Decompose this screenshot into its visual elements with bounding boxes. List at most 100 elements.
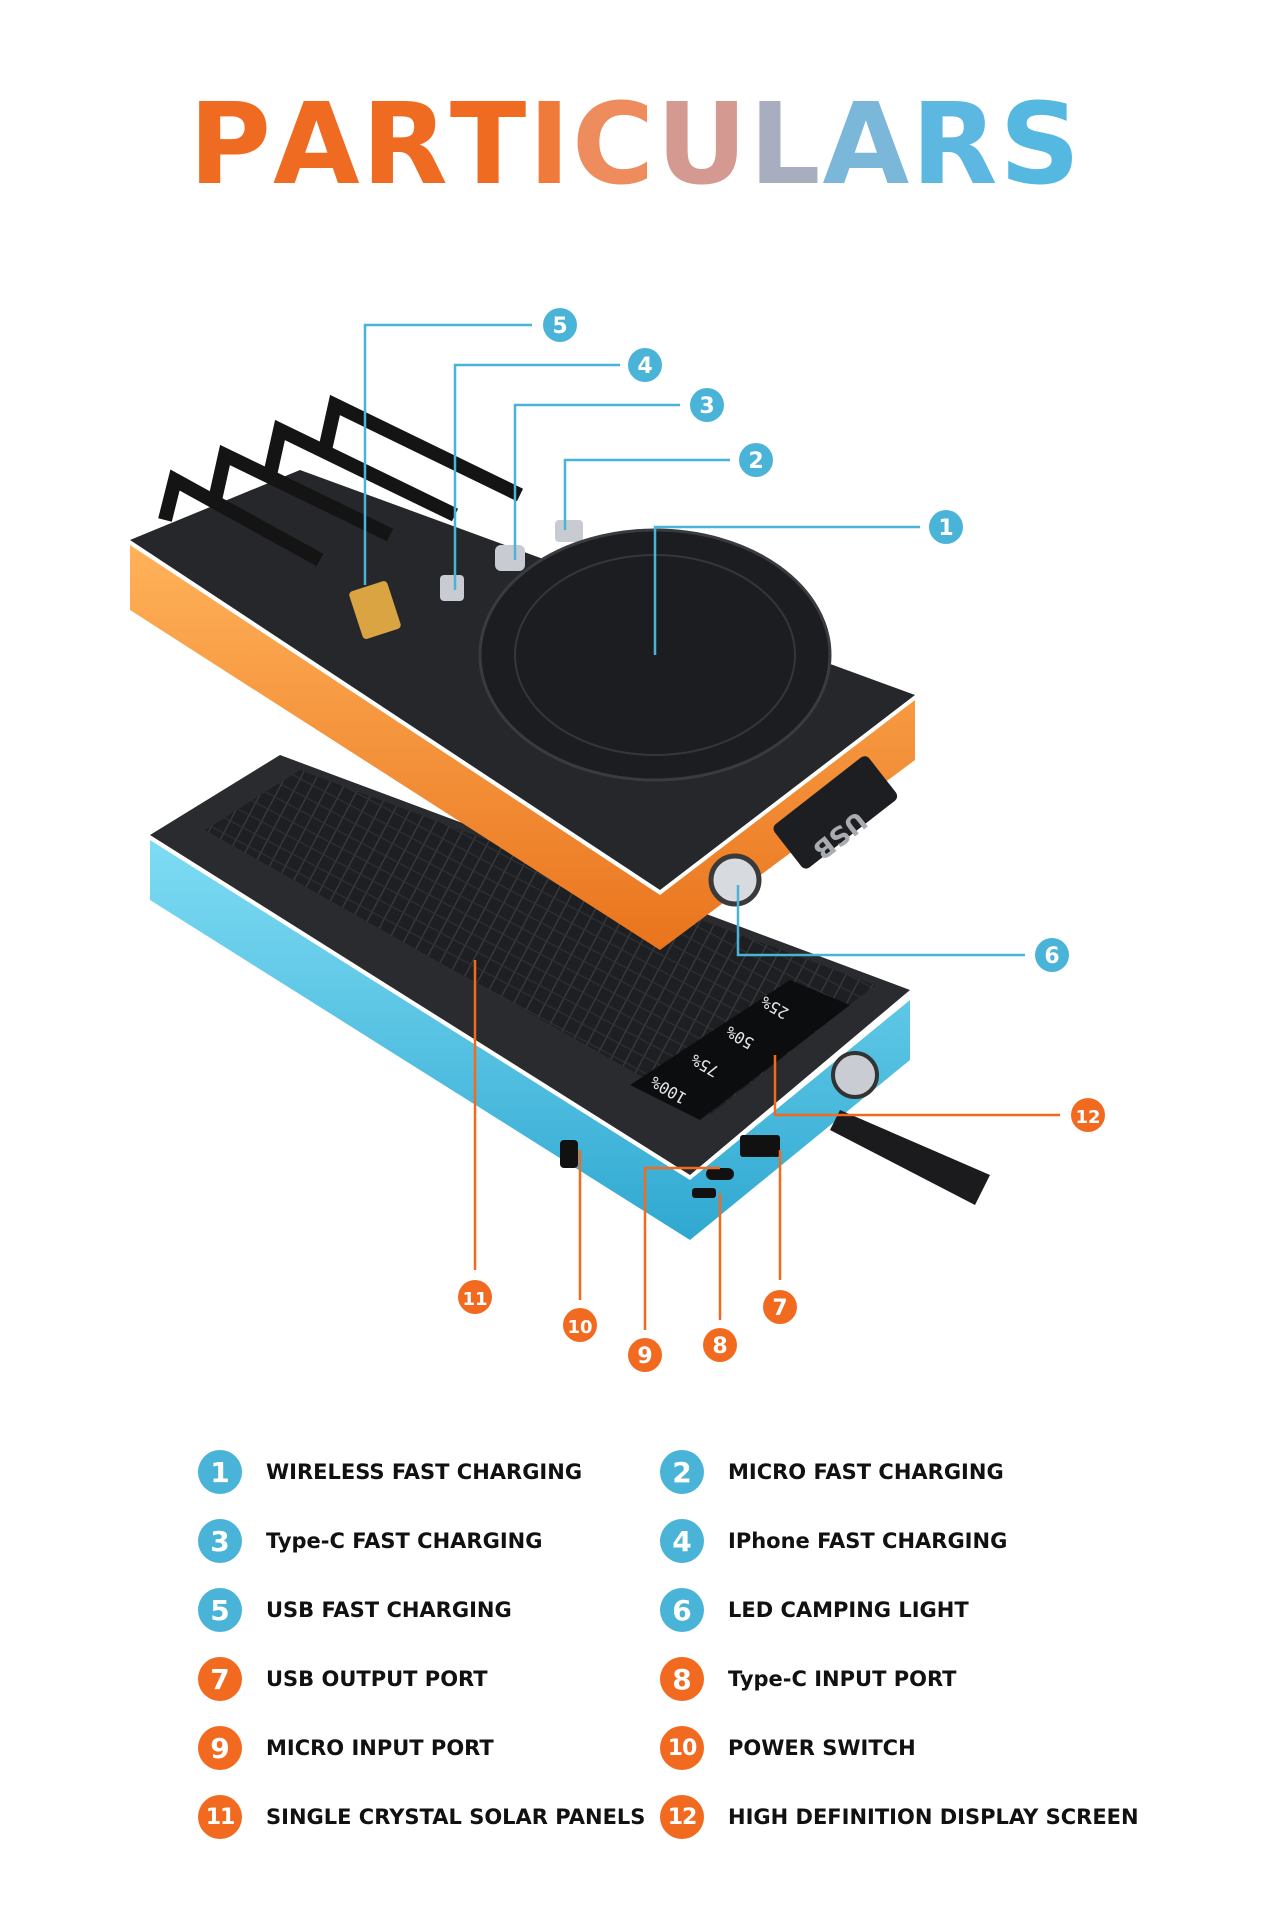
- product-diagram: 25% 50% 75% 100% USB: [130, 308, 1105, 1372]
- legend-number-badge: 1: [198, 1450, 242, 1494]
- callout-badge-5: 5: [543, 308, 577, 342]
- legend-item-8: 8 Type-C INPUT PORT: [660, 1657, 957, 1701]
- legend-item-6: 6 LED CAMPING LIGHT: [660, 1588, 969, 1632]
- callout-leaders: [363, 323, 1060, 1330]
- leader-5: [363, 323, 532, 585]
- callout-number: 11: [462, 1289, 487, 1310]
- leader-3: [513, 403, 680, 560]
- iphone-connector-icon: [440, 575, 464, 601]
- legend-number-badge: 5: [198, 1588, 242, 1632]
- legend-label: USB OUTPUT PORT: [266, 1667, 488, 1691]
- legend-item-3: 3 Type-C FAST CHARGING: [198, 1519, 542, 1563]
- title-letter: U: [656, 80, 750, 210]
- callout-badge-1: 1: [929, 510, 963, 544]
- legend-item-9: 9 MICRO INPUT PORT: [198, 1726, 494, 1770]
- usb-output-port-icon[interactable]: [740, 1135, 780, 1157]
- callout-badge-2: 2: [739, 443, 773, 477]
- leader-4: [453, 363, 620, 590]
- title-letter: R: [361, 80, 450, 210]
- legend-number-badge: 3: [198, 1519, 242, 1563]
- pull-out-cable-icon: [830, 1110, 990, 1205]
- legend-label: WIRELESS FAST CHARGING: [266, 1460, 583, 1484]
- callout-number: 10: [567, 1317, 592, 1338]
- leader-6: [736, 885, 1025, 957]
- type-c-input-port-icon[interactable]: [706, 1168, 734, 1180]
- legend-number-badge: 9: [198, 1726, 242, 1770]
- upper-led-light-icon: [708, 853, 762, 907]
- callout-number: 12: [1075, 1107, 1100, 1128]
- title-letter: A: [822, 80, 912, 210]
- legend-number-badge: 7: [198, 1657, 242, 1701]
- title-letter: S: [999, 80, 1083, 210]
- legend-item-7: 7 USB OUTPUT PORT: [198, 1657, 488, 1701]
- callout-number: 1: [938, 516, 953, 541]
- legend-item-5: 5 USB FAST CHARGING: [198, 1588, 512, 1632]
- callout-badge-6: 6: [1035, 938, 1069, 972]
- micro-connector-icon: [555, 520, 583, 542]
- legend-item-12: 12 HIGH DEFINITION DISPLAY SCREEN: [660, 1795, 1139, 1839]
- legend-number-badge: 11: [198, 1795, 242, 1839]
- legend-number-badge: 12: [660, 1795, 704, 1839]
- title-letter: R: [911, 80, 1000, 210]
- title-letter: T: [449, 80, 529, 210]
- legend-label: HIGH DEFINITION DISPLAY SCREEN: [728, 1805, 1139, 1829]
- legend-label: POWER SWITCH: [728, 1736, 916, 1760]
- callout-number: 2: [748, 449, 763, 474]
- title-letter: A: [272, 80, 362, 210]
- legend-item-2: 2 MICRO FAST CHARGING: [660, 1450, 1004, 1494]
- callout-number: 5: [552, 314, 567, 339]
- page-title: PARTICULARS: [0, 80, 1271, 210]
- lower-led-light-icon: [831, 1051, 879, 1099]
- legend-number-badge: 8: [660, 1657, 704, 1701]
- callout-number: 6: [1044, 944, 1059, 969]
- callout-badge-3: 3: [690, 388, 724, 422]
- legend-item-1: 1 WIRELESS FAST CHARGING: [198, 1450, 582, 1494]
- title-letter: I: [528, 80, 572, 210]
- callout-number: 9: [637, 1344, 652, 1369]
- callout-badge-4: 4: [628, 348, 662, 382]
- legend-number-badge: 4: [660, 1519, 704, 1563]
- legend-label: MICRO INPUT PORT: [266, 1736, 494, 1760]
- legend-label: SINGLE CRYSTAL SOLAR PANELS: [266, 1805, 646, 1829]
- title-letter: P: [188, 80, 273, 210]
- callout-badge-12: 12: [1071, 1098, 1105, 1132]
- legend-label: MICRO FAST CHARGING: [728, 1460, 1004, 1484]
- usb-port-panel: [773, 756, 898, 869]
- solar-panel-icon: [205, 770, 875, 1115]
- legend-item-11: 11 SINGLE CRYSTAL SOLAR PANELS: [198, 1795, 645, 1839]
- leader-12: [773, 1055, 1060, 1117]
- legend-label: USB FAST CHARGING: [266, 1598, 512, 1622]
- legend-number-badge: 6: [660, 1588, 704, 1632]
- callout-badge-10: 10: [563, 1308, 597, 1342]
- usb-connector-icon: [349, 581, 401, 639]
- callout-number: 3: [699, 394, 714, 419]
- callout-number: 8: [712, 1334, 727, 1359]
- legend-label: LED CAMPING LIGHT: [728, 1598, 969, 1622]
- callout-number: 4: [637, 354, 652, 379]
- legend-label: IPhone FAST CHARGING: [728, 1529, 1008, 1553]
- legend-item-10: 10 POWER SWITCH: [660, 1726, 916, 1770]
- legend-number-badge: 2: [660, 1450, 704, 1494]
- lower-power-bank: 25% 50% 75% 100%: [150, 755, 990, 1240]
- callout-badge-7: 7: [763, 1290, 797, 1324]
- type-c-connector-icon: [495, 545, 525, 571]
- legend-label: Type-C FAST CHARGING: [266, 1529, 543, 1553]
- callout-badge-8: 8: [703, 1328, 737, 1362]
- leader-2: [563, 458, 730, 530]
- title-letter: L: [749, 80, 823, 210]
- leader-9: [643, 1166, 720, 1330]
- title-letter: C: [571, 80, 657, 210]
- retractable-cables: [158, 394, 524, 567]
- callout-badge-11: 11: [458, 1280, 492, 1314]
- callout-number: 7: [772, 1296, 787, 1321]
- leader-1: [653, 525, 920, 655]
- upper-power-bank: USB: [130, 394, 915, 950]
- feature-legend: 1 WIRELESS FAST CHARGING 2 MICRO FAST CHARG…: [0, 1430, 1271, 1850]
- micro-input-port-icon[interactable]: [692, 1188, 716, 1198]
- legend-label: Type-C INPUT PORT: [728, 1667, 957, 1691]
- legend-item-4: 4 IPhone FAST CHARGING: [660, 1519, 1007, 1563]
- power-switch-icon[interactable]: [560, 1140, 578, 1168]
- callout-badge-9: 9: [628, 1338, 662, 1372]
- legend-number-badge: 10: [660, 1726, 704, 1770]
